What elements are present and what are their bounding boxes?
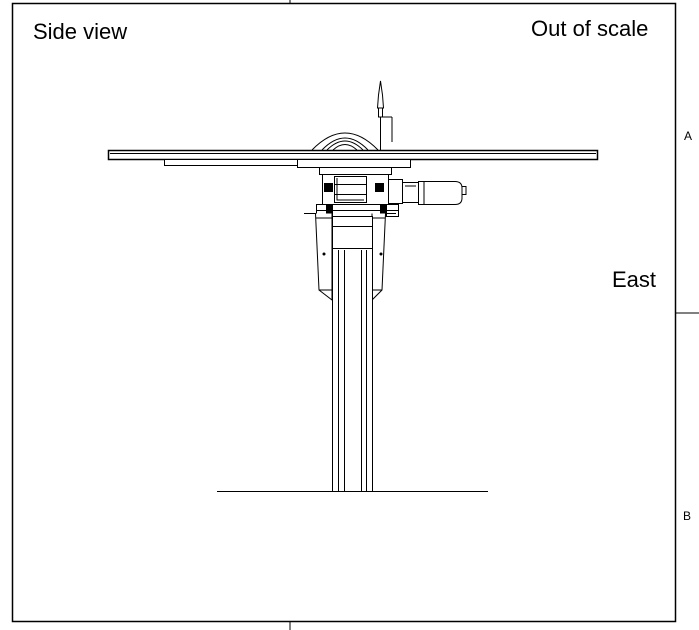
scale-note: Out of scale [531, 18, 649, 40]
rotation-drum [311, 132, 379, 151]
zone-marker-b: B [683, 509, 692, 523]
zone-marker-a: A [684, 129, 693, 143]
table-plate [107, 149, 599, 168]
antenna [376, 80, 393, 150]
direction-label: East [612, 267, 657, 292]
motor [388, 179, 467, 205]
column [332, 248, 373, 492]
drawing-frame [11, 2, 677, 623]
view-title: Side view [33, 19, 128, 44]
drive-head [316, 167, 399, 217]
